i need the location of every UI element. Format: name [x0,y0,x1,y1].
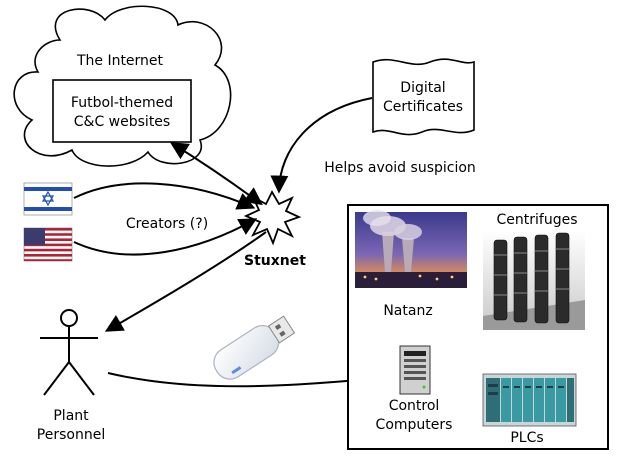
helps-label: Helps avoid suspicion [324,160,476,176]
internet-label: The Internet [76,53,164,69]
israel-flag-icon [23,182,73,216]
cnc-label-line2: C&C websites [74,114,170,130]
centrifuges-image [483,230,585,330]
plcs-label: PLCs [510,430,543,446]
control-label-line2: Computers [376,417,453,433]
certificates-label-line2: Certificates [383,99,463,115]
cnc-box [52,79,192,143]
arrow-certs-stuxnet [270,97,373,194]
stuxnet-label: Stuxnet [244,253,306,269]
plc-icon [482,373,577,427]
certificates-document [372,58,475,136]
arrow-israel-stuxnet [73,182,256,210]
creators-label: Creators (?) [126,216,208,232]
stick-figure-icon [40,309,98,396]
natanz-plant-image [355,210,467,288]
personnel-label-line2: Personnel [37,427,105,443]
usb-drive-icon [213,315,296,380]
us-flag-icon [23,227,73,262]
centrifuges-label: Centrifuges [497,212,578,228]
personnel-label-line1: Plant [53,408,89,424]
natanz-label: Natanz [383,303,432,319]
cnc-label-line1: Futbol-themed [71,95,173,111]
server-icon [399,345,431,395]
arrow-us-stuxnet [73,218,258,256]
arrow-stuxnet-personnel [104,231,267,332]
control-label-line1: Control [389,398,440,414]
certificates-label-line1: Digital [400,80,445,96]
